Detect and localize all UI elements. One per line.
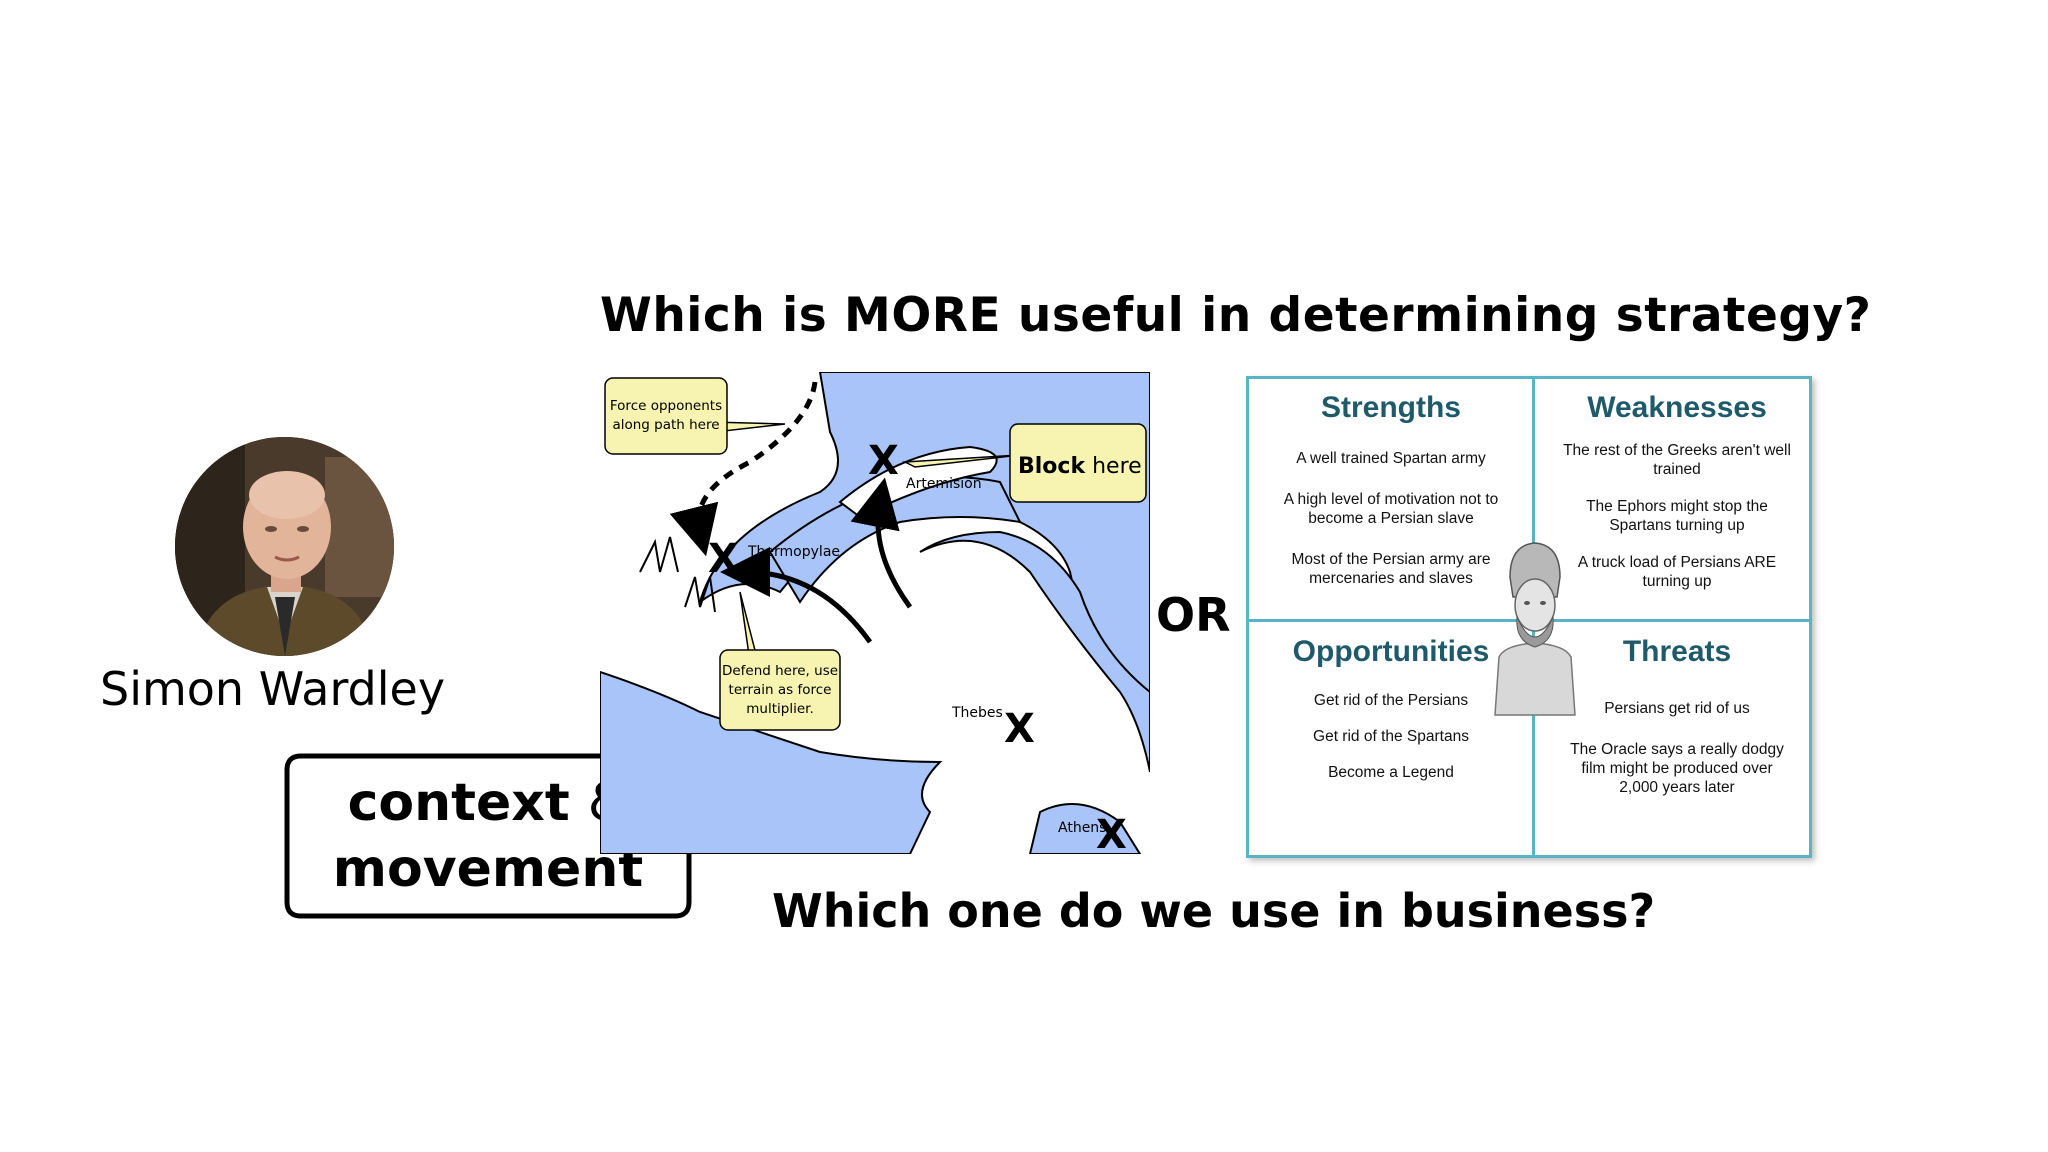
opportunities-item: Get rid of the Spartans xyxy=(1313,728,1469,745)
weaknesses-item: A truck load of Persians ARE turning up xyxy=(1577,554,1777,590)
threats-title: Threats xyxy=(1622,635,1732,668)
callout-defend-line3: multiplier. xyxy=(746,701,813,717)
marker-artemision: X xyxy=(868,438,899,484)
weaknesses-title: Weaknesses xyxy=(1587,391,1767,424)
bubble-word-movement: movement xyxy=(332,839,644,899)
strengths-item: A high level of motivation not to become… xyxy=(1283,491,1499,527)
person-photo-icon xyxy=(175,437,394,656)
battle-map: Force opponents along path here Block he… xyxy=(600,372,1150,854)
strengths-item: Most of the Persian army are mercenaries… xyxy=(1291,551,1491,587)
marker-thermopylae: X xyxy=(708,536,739,582)
opportunities-item: Get rid of the Persians xyxy=(1313,692,1469,709)
swot-strengths: Strengths A well trained Spartan army A … xyxy=(1251,391,1531,588)
strengths-title: Strengths xyxy=(1320,391,1461,424)
marker-thebes: X xyxy=(1004,706,1035,752)
greek-bust-icon xyxy=(1494,542,1576,716)
swot-diagram: Strengths A well trained Spartan army A … xyxy=(1246,376,1812,858)
swot-opportunities: Opportunities Get rid of the Persians Ge… xyxy=(1251,635,1531,782)
label-athens: Athens xyxy=(1058,820,1106,836)
callout-defend-line2: terrain as force xyxy=(729,682,832,698)
callout-defend-line1: Defend here, use xyxy=(722,663,838,679)
label-artemision: Artemision xyxy=(906,476,982,492)
swot-threats: Threats Persians get rid of us The Oracl… xyxy=(1537,635,1817,797)
sea-south xyxy=(600,670,943,854)
marker-athens: X xyxy=(1096,812,1127,854)
speaker-name: Simon Wardley xyxy=(100,662,446,716)
threats-item: Persians get rid of us xyxy=(1604,700,1750,717)
callout-force-line2: along path here xyxy=(612,417,719,433)
slide-question-bottom: Which one do we use in business? xyxy=(772,884,1656,938)
callout-block-rest: here xyxy=(1092,454,1142,479)
or-label: OR xyxy=(1156,588,1231,642)
opportunities-item: Become a Legend xyxy=(1328,764,1454,781)
weaknesses-item: The rest of the Greeks aren't well train… xyxy=(1563,442,1791,478)
opportunities-title: Opportunities xyxy=(1292,635,1490,668)
weaknesses-item: The Ephors might stop the Spartans turni… xyxy=(1586,498,1768,534)
callout-block: Block here xyxy=(1018,454,1142,479)
bubble-word-context: context xyxy=(347,773,570,833)
callout-block-bold: Block xyxy=(1018,454,1086,479)
threats-item: The Oracle says a really dodgy film migh… xyxy=(1570,741,1784,796)
label-thebes: Thebes xyxy=(951,705,1003,721)
label-thermopylae: Thermopylae xyxy=(747,544,840,560)
speaker-avatar xyxy=(175,437,394,656)
swot-weaknesses: Weaknesses The rest of the Greeks aren't… xyxy=(1537,391,1817,591)
callout-force-line1: Force opponents xyxy=(610,398,722,414)
slide-title: Which is MORE useful in determining stra… xyxy=(600,288,1872,343)
strengths-item: A well trained Spartan army xyxy=(1296,450,1486,467)
